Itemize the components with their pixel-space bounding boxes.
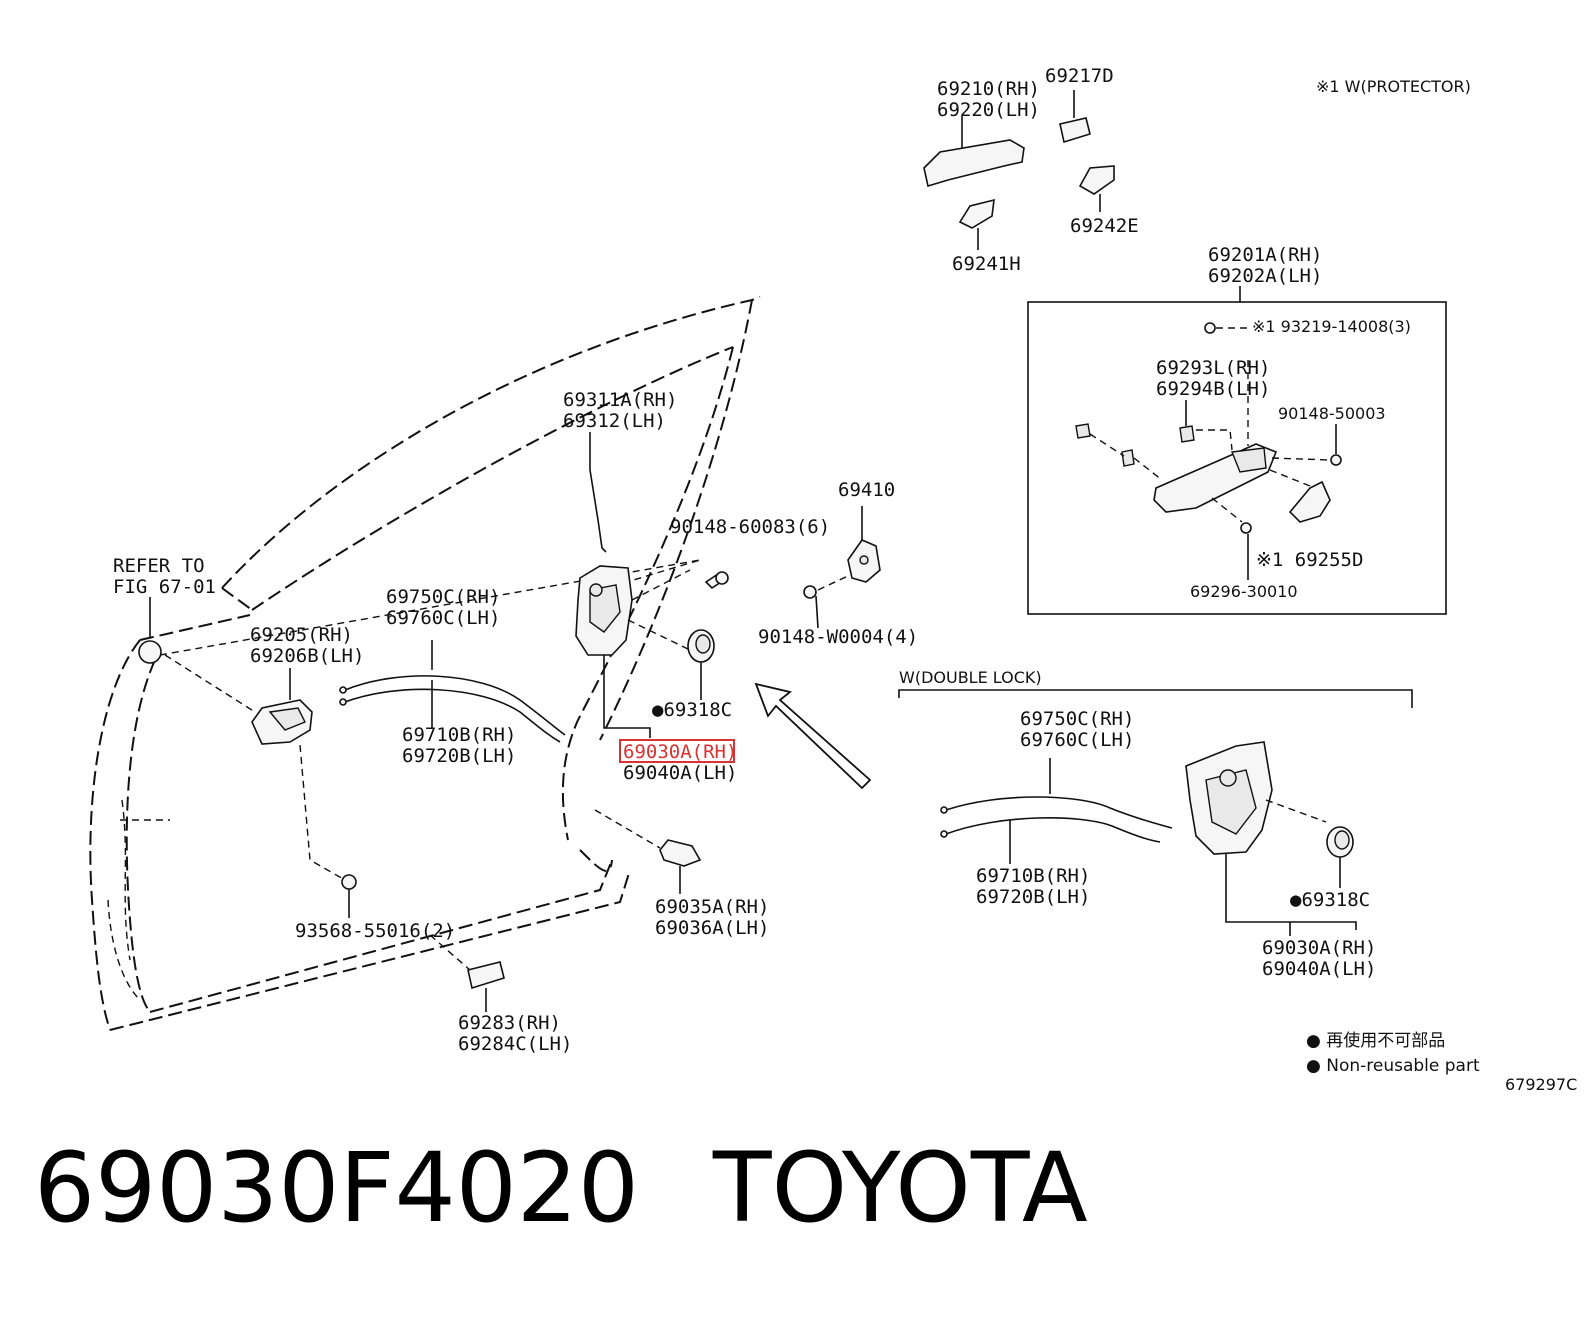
label-69293: 69293L(RH) xyxy=(1156,357,1270,379)
label-90148-60083: 90148-60083(6) xyxy=(670,516,830,538)
outside-handle-part xyxy=(923,116,1025,188)
label-90148-w0004: 90148-W0004(4) xyxy=(758,626,918,648)
label-69206: 69206B(LH) xyxy=(250,645,364,667)
label-69210: 69210(RH) xyxy=(937,78,1040,100)
label-69036: 69036A(LH) xyxy=(655,917,769,939)
pad-part xyxy=(429,934,505,1012)
label-69217: 69217D xyxy=(1045,65,1114,87)
legend-japanese: ● 再使用不可部品 xyxy=(1306,1030,1445,1051)
label-69205: 69205(RH) xyxy=(250,624,353,646)
label-93219: ※1 93219-14008(3) xyxy=(1252,317,1411,336)
brand-name: TOYOTA xyxy=(712,1132,1088,1244)
label-69035: 69035A(RH) xyxy=(655,896,769,918)
inside-handle-part xyxy=(164,654,346,881)
cap-part xyxy=(1059,90,1091,144)
label-90148-50003: 90148-50003 xyxy=(1278,404,1386,423)
label-69318-dl: ●69318C xyxy=(1290,889,1370,911)
clip-part xyxy=(138,597,162,664)
label-69710-dl: 69710B(RH) xyxy=(976,865,1090,887)
label-93568: 93568-55016(2) xyxy=(295,920,455,942)
label-69750-dl: 69750C(RH) xyxy=(1020,708,1134,730)
protector-ring-part xyxy=(1326,826,1354,888)
label-69311: 69311A(RH) xyxy=(563,389,677,411)
door-lock-assembly-part xyxy=(1185,741,1357,930)
label-69255: ※1 69255D xyxy=(1256,549,1363,571)
direction-arrow xyxy=(754,682,872,790)
refer-label-1: REFER TO xyxy=(113,555,205,577)
protector-ring-part xyxy=(687,629,715,700)
legend-english: ● Non-reusable part xyxy=(1306,1056,1480,1076)
label-69030-main: 69030A(RH) xyxy=(623,741,737,763)
label-69242: 69242E xyxy=(1070,215,1139,237)
label-69296: 69296-30010 xyxy=(1190,582,1298,601)
cable-assembly-part xyxy=(940,758,1173,864)
frame-assembly-part xyxy=(1075,322,1342,580)
label-69760-dl: 69760C(LH) xyxy=(1020,729,1134,751)
label-69284: 69284C(LH) xyxy=(458,1033,572,1055)
label-69040-main: 69040A(LH) xyxy=(623,762,737,784)
label-69283: 69283(RH) xyxy=(458,1012,561,1034)
figure-code: 679297C xyxy=(1505,1075,1577,1094)
label-69720-dl: 69720B(LH) xyxy=(976,886,1090,908)
label-69030-dl: 69030A(RH) xyxy=(1262,937,1376,959)
screw-part xyxy=(341,874,357,918)
striker-part xyxy=(847,506,881,583)
double-lock-label: W(DOUBLE LOCK) xyxy=(899,668,1042,687)
label-69294: 69294B(LH) xyxy=(1156,378,1270,400)
double-lock-bracket xyxy=(898,689,1413,708)
label-69202: 69202A(LH) xyxy=(1208,265,1322,287)
label-69201: 69201A(RH) xyxy=(1208,244,1322,266)
label-69710-main: 69710B(RH) xyxy=(402,724,516,746)
label-69760-main: 69760C(LH) xyxy=(386,607,500,629)
highlight-box xyxy=(619,739,735,763)
gasket-part xyxy=(958,198,995,250)
label-69318-main: ●69318C xyxy=(652,699,732,721)
cable-assembly-part xyxy=(339,640,566,743)
protector-note: ※1 W(PROTECTOR) xyxy=(1316,77,1471,96)
frame-box xyxy=(1027,286,1447,615)
label-69312: 69312(LH) xyxy=(563,410,666,432)
label-69220: 69220(LH) xyxy=(937,99,1040,121)
door-lock-assembly-part xyxy=(575,565,691,738)
label-69410: 69410 xyxy=(838,479,895,501)
refer-label-2: FIG 67-01 xyxy=(113,576,216,598)
label-69040-dl: 69040A(LH) xyxy=(1262,958,1376,980)
gasket-part xyxy=(1078,165,1115,212)
label-69241: 69241H xyxy=(952,253,1021,275)
label-69720-main: 69720B(LH) xyxy=(402,745,516,767)
screw-part xyxy=(803,574,851,629)
label-69750-main: 69750C(RH) xyxy=(386,586,500,608)
part-number: 69030F4020 xyxy=(34,1132,639,1244)
screw-part xyxy=(704,571,729,590)
lock-cover-part xyxy=(594,809,702,894)
lock-rod-part xyxy=(589,432,607,553)
